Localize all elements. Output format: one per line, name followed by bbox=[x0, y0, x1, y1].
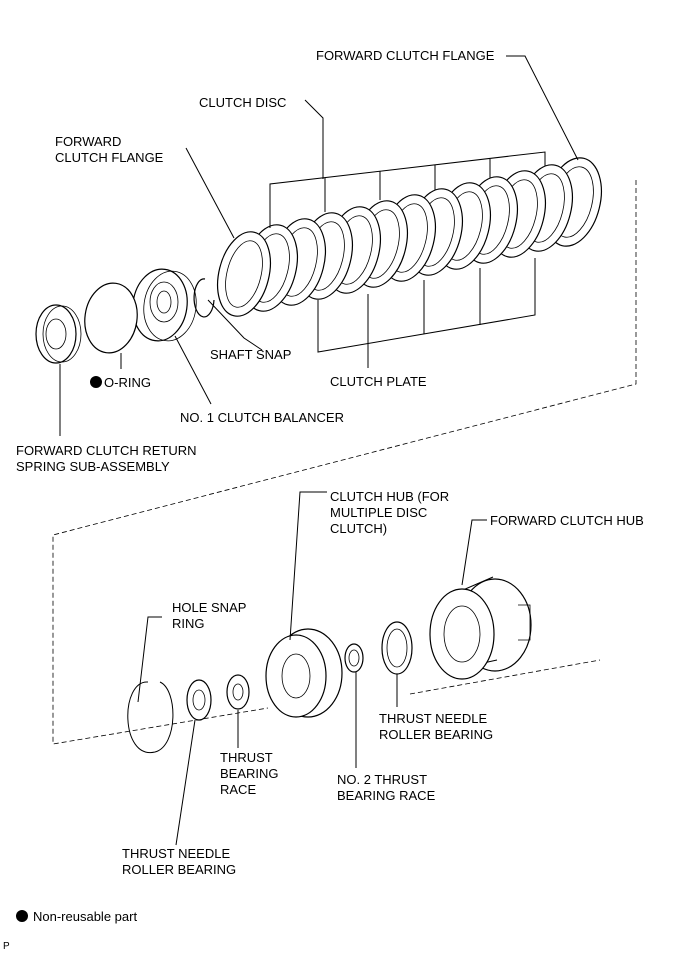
label-hole-snap-ring-2: RING bbox=[172, 616, 205, 631]
forward-clutch-flange-left bbox=[217, 231, 271, 317]
label-thrust-bearing-race-2: BEARING bbox=[220, 766, 279, 781]
leader-flange-top bbox=[506, 55, 579, 161]
label-forward-clutch-flange-top: FORWARD CLUTCH FLANGE bbox=[316, 48, 495, 63]
label-return-spring-1: FORWARD CLUTCH RETURN bbox=[16, 443, 197, 458]
label-thrust-needle-right-2: ROLLER BEARING bbox=[379, 727, 493, 742]
clutch-pack-rings bbox=[217, 157, 602, 317]
corner-mark: P bbox=[3, 941, 10, 952]
label-thrust-bearing-race-3: RACE bbox=[220, 782, 256, 797]
shaft-snap-ring bbox=[193, 278, 263, 351]
label-o-ring: O-RING bbox=[104, 375, 151, 390]
forward-clutch-hub bbox=[429, 519, 532, 680]
legend-non-reusable: Non-reusable part bbox=[33, 909, 137, 924]
non-reusable-marker bbox=[90, 376, 102, 388]
o-ring bbox=[84, 282, 138, 369]
no1-clutch-balancer bbox=[132, 268, 212, 405]
thrust-needle-roller-bearing-left bbox=[175, 679, 212, 846]
label-forward-clutch-flange-left-1: FORWARD bbox=[55, 134, 121, 149]
thrust-bearing-race bbox=[226, 674, 250, 748]
label-clutch-plate: CLUTCH PLATE bbox=[330, 374, 427, 389]
label-clutch-hub-3: CLUTCH) bbox=[330, 521, 387, 536]
label-thrust-needle-bottom-1: THRUST NEEDLE bbox=[122, 846, 230, 861]
clutch-disc-bracket bbox=[269, 99, 546, 228]
label-thrust-needle-bottom-2: ROLLER BEARING bbox=[122, 862, 236, 877]
label-forward-clutch-hub: FORWARD CLUTCH HUB bbox=[490, 513, 644, 528]
label-forward-clutch-flange-left-2: CLUTCH FLANGE bbox=[55, 150, 164, 165]
hole-snap-ring bbox=[127, 616, 174, 753]
label-shaft-snap: SHAFT SNAP bbox=[210, 347, 291, 362]
label-thrust-bearing-race-1: THRUST bbox=[220, 750, 273, 765]
leader-flange-left bbox=[185, 147, 235, 239]
thrust-needle-roller-bearing-right bbox=[381, 621, 413, 707]
clutch-hub-multiple-disc bbox=[265, 491, 343, 718]
label-no2-thrust-race-2: BEARING RACE bbox=[337, 788, 436, 803]
alignment-guides bbox=[52, 180, 637, 745]
clutch-plate-bracket bbox=[317, 258, 536, 368]
no2-thrust-bearing-race bbox=[344, 643, 364, 768]
label-hole-snap-ring-1: HOLE SNAP bbox=[172, 600, 246, 615]
label-thrust-needle-right-1: THRUST NEEDLE bbox=[379, 711, 487, 726]
label-clutch-hub-2: MULTIPLE DISC bbox=[330, 505, 427, 520]
legend-dot-icon bbox=[16, 910, 28, 922]
label-no1-clutch-balancer: NO. 1 CLUTCH BALANCER bbox=[180, 410, 344, 425]
forward-clutch-return-spring bbox=[35, 304, 82, 436]
labels: FORWARD CLUTCH FLANGE CLUTCH DISC FORWAR… bbox=[16, 48, 644, 877]
label-return-spring-2: SPRING SUB-ASSEMBLY bbox=[16, 459, 170, 474]
label-no2-thrust-race-1: NO. 2 THRUST bbox=[337, 772, 427, 787]
label-clutch-hub-1: CLUTCH HUB (FOR bbox=[330, 489, 449, 504]
legend: Non-reusable part bbox=[16, 909, 137, 924]
label-clutch-disc: CLUTCH DISC bbox=[199, 95, 286, 110]
